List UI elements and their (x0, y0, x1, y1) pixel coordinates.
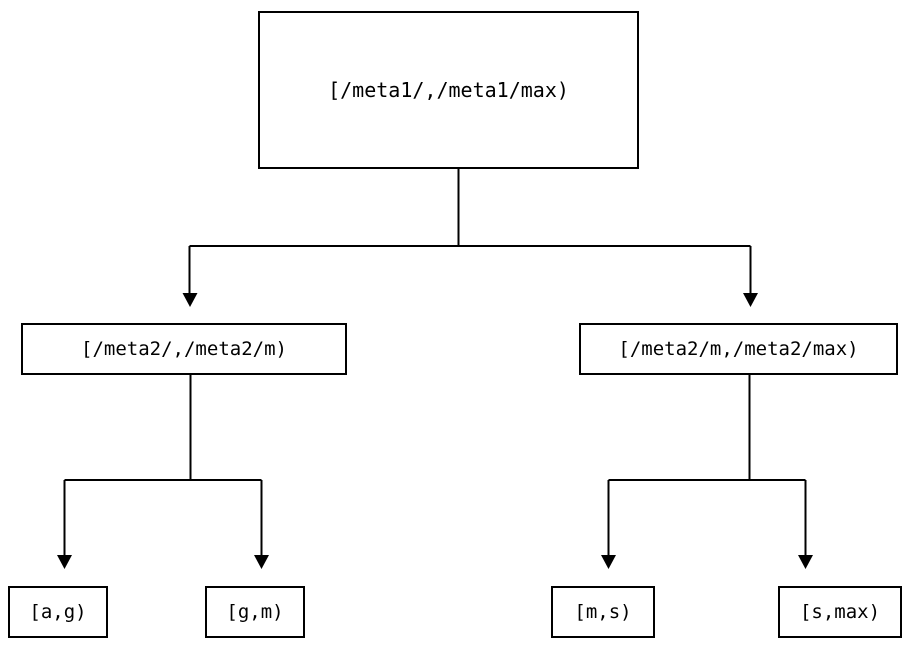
node-mid-left[interactable]: [/meta2/,/meta2/m) (21, 323, 347, 375)
arrowhead-to-leaf-smax (798, 555, 813, 569)
node-mid-right[interactable]: [/meta2/m,/meta2/max) (579, 323, 898, 375)
node-leaf-a-g-label: [a,g) (29, 600, 87, 623)
arrowhead-to-leaf-ag (57, 555, 72, 569)
node-mid-right-label: [/meta2/m,/meta2/max) (618, 337, 859, 360)
node-leaf-m-s-label: [m,s) (574, 600, 632, 623)
node-leaf-s-max-label: [s,max) (799, 600, 881, 623)
arrowhead-to-mid-right (743, 293, 758, 307)
node-leaf-a-g[interactable]: [a,g) (8, 586, 108, 638)
node-leaf-m-s[interactable]: [m,s) (551, 586, 655, 638)
arrowhead-to-leaf-ms (601, 555, 616, 569)
arrowhead-to-mid-left (182, 293, 198, 307)
node-leaf-g-m-label: [g,m) (226, 600, 284, 623)
node-leaf-s-max[interactable]: [s,max) (778, 586, 902, 638)
node-mid-left-label: [/meta2/,/meta2/m) (81, 337, 287, 360)
arrowhead-to-leaf-gm (254, 555, 269, 569)
node-root-label: [/meta1/,/meta1/max) (328, 78, 569, 102)
node-leaf-g-m[interactable]: [g,m) (205, 586, 305, 638)
node-root[interactable]: [/meta1/,/meta1/max) (258, 11, 639, 169)
